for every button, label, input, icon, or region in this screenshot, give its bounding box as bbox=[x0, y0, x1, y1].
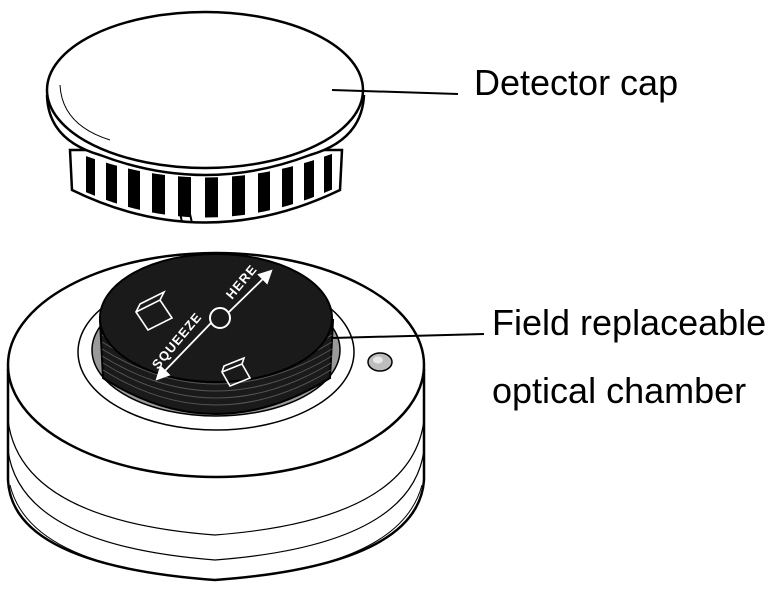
chamber-arrow-right bbox=[228, 269, 273, 313]
chamber-center-hole bbox=[209, 307, 231, 329]
squeeze-pad-icon-right bbox=[220, 356, 252, 388]
cap-callout-line bbox=[331, 89, 459, 95]
led-indicator bbox=[367, 352, 393, 372]
squeeze-pad-icon-left bbox=[134, 290, 174, 332]
chamber-arrow-left bbox=[155, 322, 212, 381]
cap-slot bbox=[179, 212, 193, 224]
base-band-3 bbox=[9, 484, 423, 581]
label-chamber-line1: Field replaceable bbox=[492, 302, 766, 343]
base-band-1 bbox=[7, 419, 425, 536]
base-band-2 bbox=[7, 449, 425, 561]
chamber-callout-line bbox=[331, 333, 485, 339]
cap-top-highlight bbox=[59, 84, 111, 141]
detector-cap bbox=[45, 10, 366, 224]
cap-top bbox=[45, 10, 365, 170]
label-detector-cap: Detector cap bbox=[474, 62, 678, 103]
optical-chamber: SQUEEZE HERE bbox=[98, 253, 335, 415]
label-chamber-line2: optical chamber bbox=[492, 370, 746, 411]
